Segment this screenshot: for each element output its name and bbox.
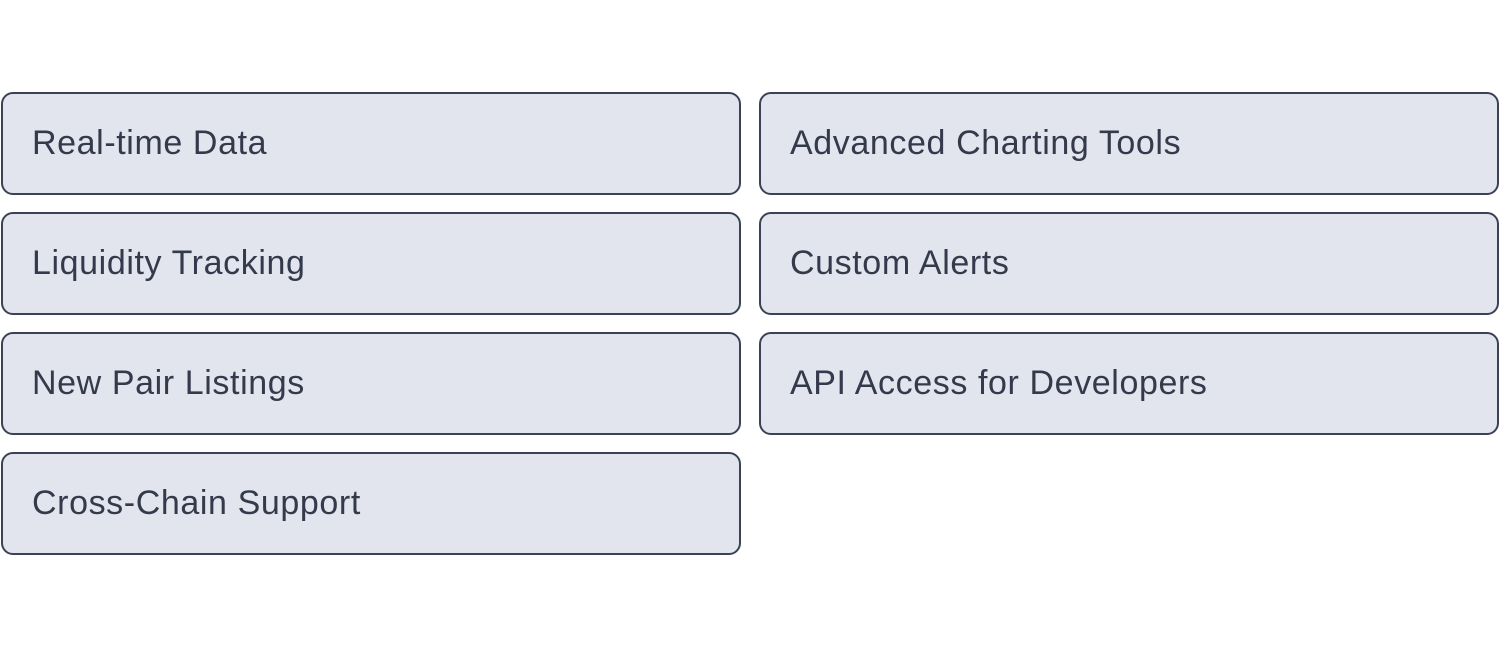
feature-label: Cross-Chain Support xyxy=(32,484,361,522)
feature-label: New Pair Listings xyxy=(32,364,305,402)
feature-card-new-pair-listings[interactable]: New Pair Listings xyxy=(1,332,741,435)
feature-label: Real-time Data xyxy=(32,124,268,162)
feature-card-liquidity-tracking[interactable]: Liquidity Tracking xyxy=(1,212,741,315)
feature-label: Custom Alerts xyxy=(790,244,1010,282)
feature-card-cross-chain-support[interactable]: Cross-Chain Support xyxy=(1,452,741,555)
feature-card-custom-alerts[interactable]: Custom Alerts xyxy=(759,212,1499,315)
feature-label: API Access for Developers xyxy=(790,364,1208,402)
feature-card-advanced-charting-tools[interactable]: Advanced Charting Tools xyxy=(759,92,1499,195)
feature-grid: Real-time Data Advanced Charting Tools L… xyxy=(1,92,1499,555)
feature-card-real-time-data[interactable]: Real-time Data xyxy=(1,92,741,195)
feature-label: Liquidity Tracking xyxy=(32,244,306,282)
feature-card-api-access[interactable]: API Access for Developers xyxy=(759,332,1499,435)
feature-label: Advanced Charting Tools xyxy=(790,124,1182,162)
